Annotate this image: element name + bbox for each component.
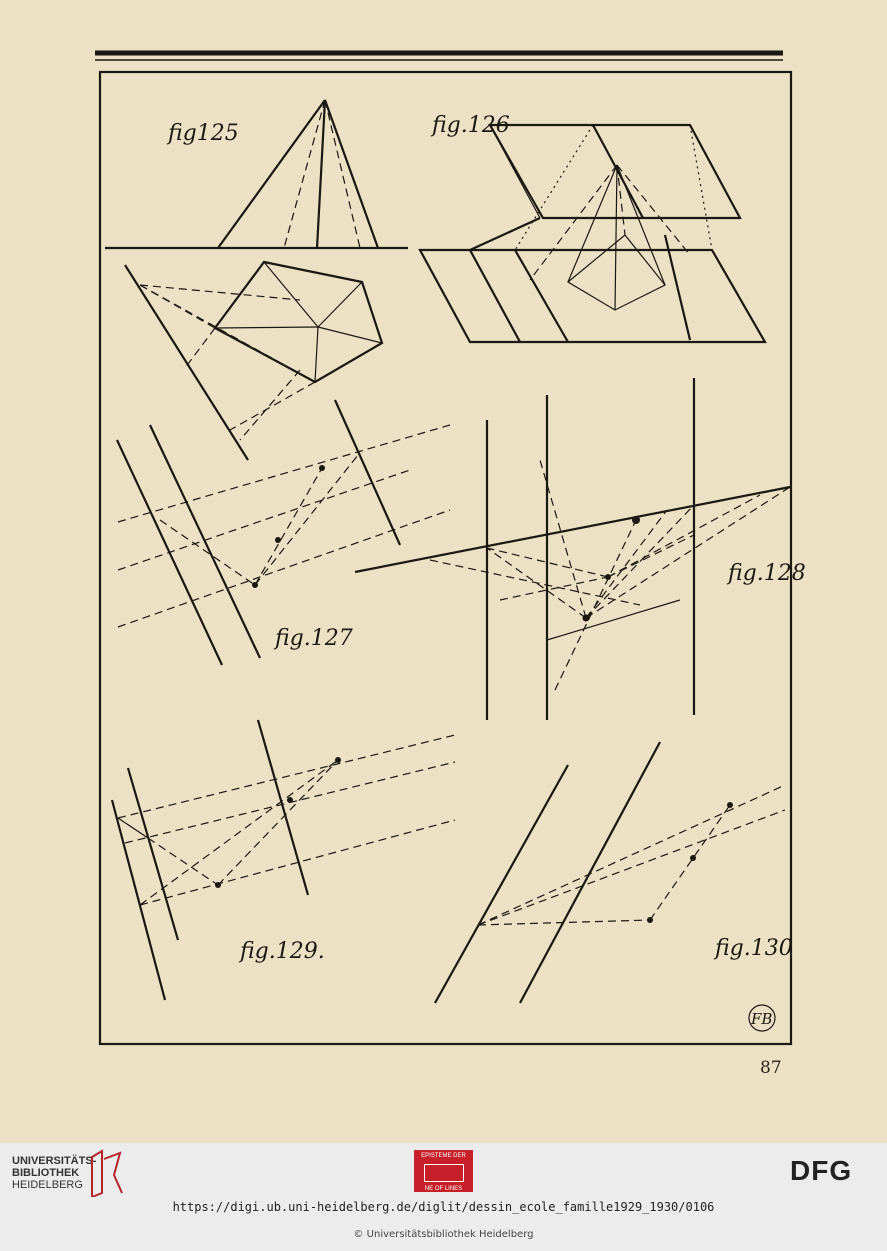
ub-heidelberg-logo[interactable]: UNIVERSITÄTS- BIBLIOTHEK HEIDELBERG <box>12 1155 96 1191</box>
copyright-text: © Universitätsbibliothek Heidelberg <box>353 1229 534 1240</box>
center-logo-top: EPISTEME DER <box>421 1153 466 1159</box>
monogram: FB <box>750 1010 772 1028</box>
figure-129: fig.129. <box>110 719 456 1001</box>
fig128-label: fig.128 <box>726 561 806 586</box>
figure-127: fig.127 <box>116 399 451 666</box>
center-logo-bottom: NE OF LINES <box>424 1186 463 1192</box>
fig126-label: fig.126 <box>430 113 510 138</box>
permalink-url[interactable]: https://digi.ub.uni-heidelberg.de/diglit… <box>172 1200 715 1214</box>
figure-125: fig125 <box>105 99 408 461</box>
library-line2: BIBLIOTHEK <box>12 1167 80 1179</box>
figure-130: fig.130 FB <box>434 741 793 1032</box>
library-line1: UNIVERSITÄTS- <box>12 1155 97 1167</box>
figure-128: fig.128 <box>354 378 806 720</box>
page-number: 87 <box>760 1058 782 1078</box>
fig127-label: fig.127 <box>273 626 353 651</box>
fig129-label: fig.129. <box>238 939 325 964</box>
dfg-logo[interactable]: DFG <box>790 1155 853 1186</box>
plate-frame <box>98 70 793 1046</box>
fig125-label: fig125 <box>166 121 239 146</box>
footer: UNIVERSITÄTS- BIBLIOTHEK HEIDELBERG EPIS… <box>0 1143 887 1251</box>
library-line3: HEIDELBERG <box>12 1179 83 1191</box>
figure-126: fig.126 <box>418 113 767 344</box>
scanned-page: fig125 fig.126 fi <box>95 50 806 1078</box>
center-logo[interactable]: EPISTEME DER NE OF LINES <box>414 1150 473 1192</box>
plate-drawing: fig125 fig.126 fi <box>95 50 806 1046</box>
ub-mark-icon <box>91 1149 123 1197</box>
fig130-label: fig.130 <box>713 936 793 961</box>
